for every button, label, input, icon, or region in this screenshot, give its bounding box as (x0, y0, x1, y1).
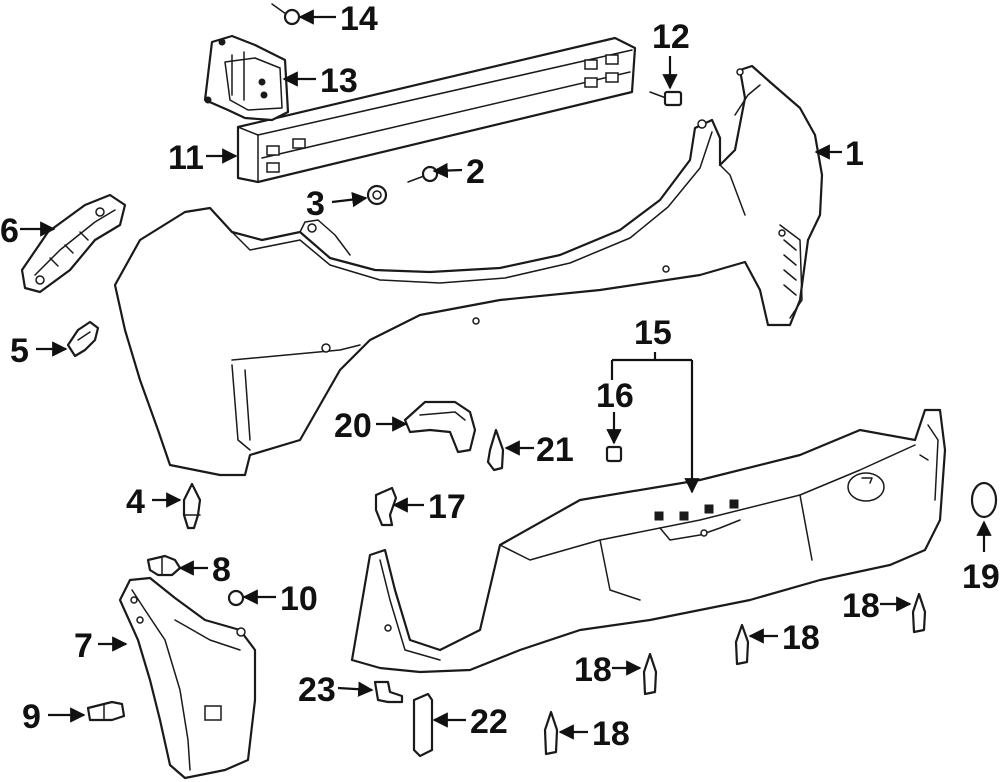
bolt-12-part (649, 90, 683, 107)
callout-4: 4 (126, 483, 145, 521)
callout-2: 2 (466, 153, 485, 191)
nut-3-part (366, 184, 388, 206)
clip-17-part (374, 486, 398, 527)
nut-10-part (227, 589, 245, 607)
callout-15: 15 (634, 314, 672, 352)
reflector-19-part (970, 481, 998, 519)
callout-23: 23 (298, 671, 336, 709)
callout-10: 10 (280, 580, 318, 618)
callout-22: 22 (470, 703, 508, 741)
fastener-8-part (146, 554, 182, 577)
callout-7: 7 (74, 627, 93, 665)
bolt-9-part (86, 700, 126, 722)
bolt-14-part (271, 3, 301, 26)
callout-18-middle: 18 (782, 619, 820, 657)
callout-21: 21 (536, 431, 574, 469)
callout-17: 17 (428, 488, 466, 526)
clip-4-part (182, 482, 202, 530)
lower-bracket-part (118, 576, 257, 780)
callout-labels: 1 2 3 4 5 6 7 8 9 10 11 12 13 14 15 16 1… (0, 0, 1000, 753)
lower-diffuser-part (350, 408, 947, 674)
callout-13: 13 (320, 62, 358, 100)
callout-1: 1 (845, 135, 864, 173)
callout-18-right: 18 (842, 587, 880, 625)
bracket-20-part (403, 400, 477, 454)
callout-19: 19 (962, 558, 1000, 596)
bracket-part (203, 34, 290, 122)
strip-22-part (412, 692, 434, 758)
bumper-cover-part (113, 64, 824, 477)
callout-8: 8 (212, 551, 231, 589)
clip-5-part (66, 320, 100, 358)
leader-lines (20, 9, 992, 740)
callout-20: 20 (334, 407, 372, 445)
clip-21-part (486, 428, 505, 472)
bolt-23-part (373, 680, 404, 704)
screw-2-part (407, 165, 439, 183)
reinforcement-beam-part (236, 36, 637, 184)
callout-11: 11 (168, 139, 204, 177)
callout-12: 12 (652, 18, 690, 56)
callout-18-bottom: 18 (592, 715, 630, 753)
callout-3: 3 (306, 185, 325, 223)
clip-16-part (605, 445, 623, 463)
callout-5: 5 (10, 332, 29, 370)
callout-16: 16 (596, 377, 634, 415)
callout-6: 6 (0, 212, 19, 250)
callout-18-left: 18 (574, 651, 612, 689)
callout-14: 14 (340, 0, 378, 38)
clip-18-parts (543, 592, 927, 756)
side-bracket-part (20, 193, 127, 294)
callout-9: 9 (22, 698, 41, 736)
